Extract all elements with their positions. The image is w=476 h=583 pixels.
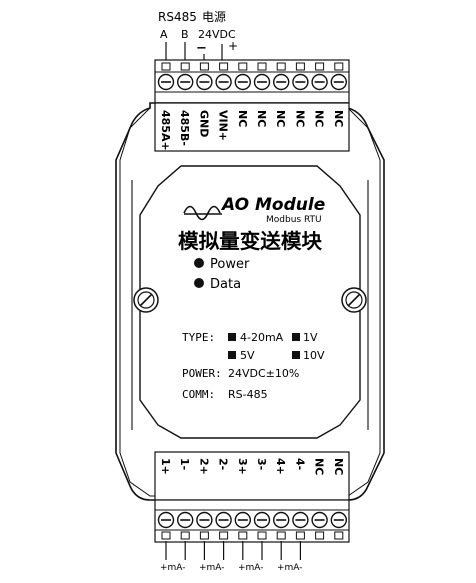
type-4-20ma-marker — [228, 333, 236, 341]
label-panel — [139, 165, 361, 439]
left-mounting-screw-icon — [133, 287, 159, 313]
bottom-terminal-label: 3- — [255, 458, 268, 470]
bottom-terminal-label: 4+ — [274, 458, 287, 475]
top-terminal-label: NC — [255, 110, 268, 127]
channel-2-ma-label: +mA- — [199, 563, 225, 573]
power-led-icon — [194, 258, 204, 268]
line-b-label: B — [181, 28, 189, 41]
right-mounting-screw-icon — [341, 287, 367, 313]
power-value: 24VDC±10% — [228, 367, 299, 380]
bottom-terminal-label: 3+ — [236, 458, 249, 475]
bottom-terminal-label: 2+ — [197, 458, 210, 475]
bottom-terminal-tab — [276, 531, 286, 540]
top-terminal-tab — [295, 62, 305, 71]
comm-label: COMM: — [182, 388, 215, 401]
bottom-terminal-label: 1+ — [159, 458, 172, 475]
brand-logo-icon — [183, 205, 222, 221]
channel-1-ma-label: +mA- — [160, 563, 186, 573]
data-led-icon — [194, 278, 204, 288]
bottom-terminal-tab — [199, 531, 209, 540]
top-terminal-label: NC — [293, 110, 306, 127]
bottom-terminal-label: NC — [332, 458, 345, 475]
top-terminal-tab — [238, 62, 248, 71]
channel-3-ma-label: +mA- — [238, 563, 264, 573]
top-terminal-labels: 485A+ 485B- GND VIN+ NC NC NC NC NC NC — [159, 110, 345, 151]
type-1v-marker — [292, 333, 300, 341]
top-terminal-label: 485B- — [178, 110, 191, 146]
top-terminal-label: NC — [332, 110, 345, 127]
type-10v-marker — [292, 351, 300, 359]
top-terminal-tab — [161, 62, 171, 71]
bottom-terminal-tab — [315, 531, 325, 540]
power-cn-label: 电源 — [202, 10, 226, 24]
power-label: POWER: — [182, 367, 222, 380]
top-terminal-tab — [180, 62, 190, 71]
bottom-terminal-tab — [295, 531, 305, 540]
power-led-label: Power — [210, 257, 250, 272]
line-a-label: A — [160, 28, 168, 41]
top-terminal-label: NC — [236, 110, 249, 127]
bottom-terminal-block — [154, 499, 350, 543]
module-title: 模拟量变送模块 — [178, 229, 323, 253]
bottom-terminal-tab — [180, 531, 190, 540]
top-terminal-label: 485A+ — [159, 110, 172, 151]
top-terminal-tab — [334, 62, 344, 71]
brand-subtitle: Modbus RTU — [266, 215, 322, 225]
type-option-1v: 1V — [303, 331, 318, 344]
top-terminal-label: NC — [274, 110, 287, 127]
bottom-label-panel — [154, 451, 350, 501]
data-led-label: Data — [210, 277, 241, 292]
type-option-10v: 10V — [303, 349, 325, 362]
bottom-wire-leads — [165, 541, 301, 560]
bottom-terminal-label: 4- — [293, 458, 306, 470]
top-terminal-tab — [219, 62, 229, 71]
top-terminal-block — [154, 59, 350, 104]
top-terminal-label: VIN+ — [217, 110, 230, 141]
type-option-5v: 5V — [240, 349, 255, 362]
bottom-terminal-label: 2- — [217, 458, 230, 470]
bottom-terminal-tab — [161, 531, 171, 540]
comm-value: RS-485 — [228, 388, 268, 401]
type-label: TYPE: — [182, 331, 215, 344]
voltage-label: 24VDC — [198, 28, 236, 41]
bottom-terminal-tab — [257, 531, 267, 540]
plus-label: + — [228, 39, 238, 53]
channel-4-ma-label: +mA- — [277, 563, 303, 573]
brand-name: AO Module — [220, 195, 325, 215]
bottom-terminal-tab — [334, 531, 344, 540]
rs485-label: RS485 — [158, 10, 197, 24]
top-terminal-label: NC — [313, 110, 326, 127]
minus-label: − — [196, 41, 207, 56]
top-terminal-tab — [199, 62, 209, 71]
top-terminal-label: GND — [197, 110, 210, 137]
type-option-4-20ma: 4-20mA — [240, 331, 284, 344]
bottom-terminal-tab — [219, 531, 229, 540]
top-terminal-tab — [276, 62, 286, 71]
top-terminal-tab — [315, 62, 325, 71]
top-label-panel — [154, 102, 350, 152]
bottom-terminal-tab — [238, 531, 248, 540]
bottom-terminal-label: NC — [313, 458, 326, 475]
top-terminal-tab — [257, 62, 267, 71]
side-rails — [131, 180, 369, 430]
bottom-terminal-labels: 1+ 1- 2+ 2- 3+ 3- 4+ 4- NC NC — [159, 458, 345, 475]
type-5v-marker — [228, 351, 236, 359]
bottom-terminal-label: 1- — [178, 458, 191, 470]
